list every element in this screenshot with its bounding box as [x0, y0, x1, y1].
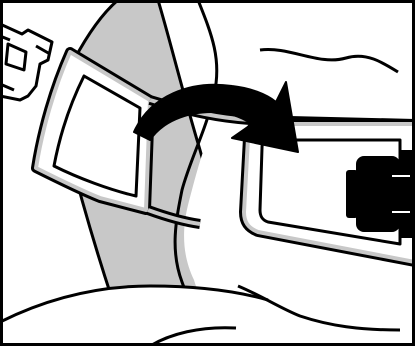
strap-clip-icon	[346, 150, 415, 238]
